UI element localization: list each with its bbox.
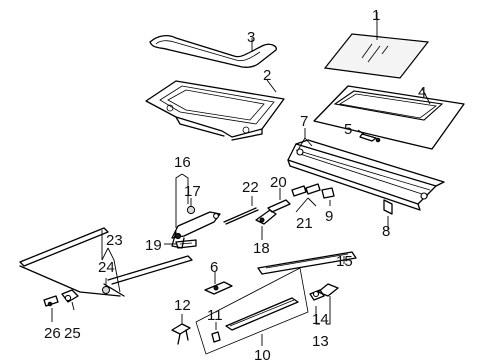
callout-20: 20: [270, 174, 287, 191]
callout-15: 15: [336, 253, 353, 270]
callout-10: 10: [254, 347, 271, 360]
callout-5: 5: [344, 121, 352, 138]
callout-26: 26: [44, 325, 61, 342]
guide-rail-assembly: [287, 128, 445, 230]
small-clip: [204, 272, 233, 295]
callout-labels: 1 2 3 4 5 6 7 8 9 10 11 12 13 14 15 16 1…: [44, 7, 426, 360]
callout-9: 9: [325, 208, 333, 225]
callout-7: 7: [300, 113, 308, 130]
hose-clip: [43, 295, 59, 322]
callout-13: 13: [312, 333, 329, 350]
callout-12: 12: [174, 297, 191, 314]
drain-cap: [267, 188, 291, 213]
callout-6: 6: [210, 259, 218, 276]
sunshade-panel: [313, 85, 465, 150]
cable-bracket: [255, 209, 277, 240]
trim-strip: [225, 297, 299, 346]
glass-panel: [323, 12, 430, 79]
callout-21: 21: [296, 215, 313, 232]
callout-24: 24: [98, 259, 115, 276]
callout-25: 25: [64, 325, 81, 342]
callout-2: 2: [263, 67, 271, 84]
callout-17: 17: [184, 183, 201, 200]
drain-valve: [61, 289, 79, 311]
callout-22: 22: [242, 179, 259, 196]
callout-3: 3: [247, 29, 255, 46]
clip: [357, 129, 381, 143]
connector-pair: [291, 183, 321, 213]
callout-23: 23: [106, 232, 123, 249]
trim-strip-box: [195, 267, 309, 355]
drain-rail: [257, 251, 357, 275]
callout-11: 11: [207, 307, 223, 324]
cable: [223, 196, 259, 225]
sunroof-motor: [309, 283, 339, 325]
bracket: [164, 239, 197, 249]
motor-bracket: [171, 314, 191, 345]
sunroof-frame: [145, 79, 285, 141]
callout-8: 8: [382, 223, 390, 240]
callout-18: 18: [253, 240, 270, 257]
callout-4: 4: [418, 84, 426, 101]
grommet: [102, 278, 110, 294]
stopper: [321, 187, 335, 206]
callout-14: 14: [312, 311, 329, 328]
trim-clip: [211, 322, 221, 343]
callout-19: 19: [145, 237, 162, 254]
glass-seal: [149, 35, 277, 68]
callout-16: 16: [174, 154, 191, 171]
drain-hose-set: [19, 227, 193, 297]
callout-1: 1: [372, 7, 380, 24]
